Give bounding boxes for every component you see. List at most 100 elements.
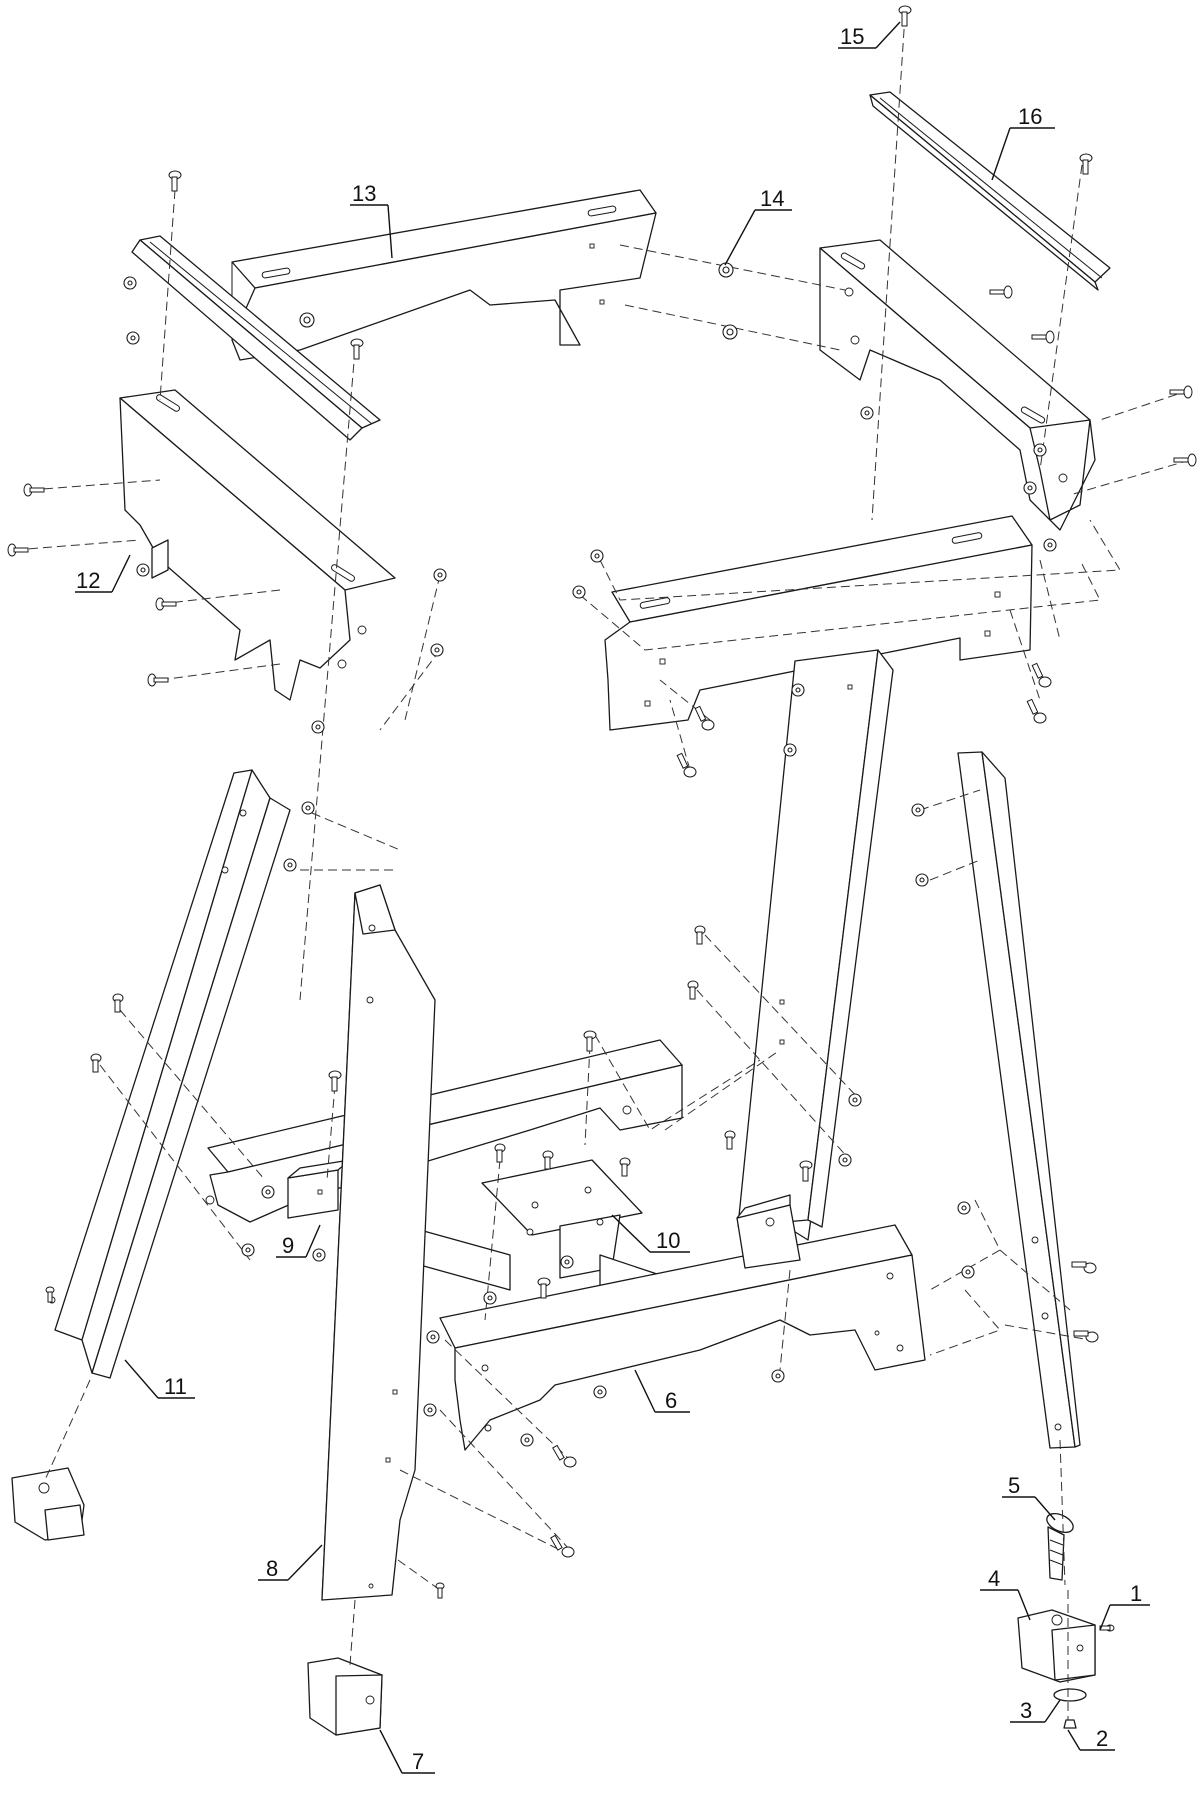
- nut: [560, 1255, 574, 1269]
- callout-10: 10: [656, 1228, 680, 1253]
- bolt-small: [494, 1143, 506, 1163]
- bolt-angled: [676, 752, 697, 778]
- callout-5: 5: [1008, 1473, 1020, 1498]
- bolt-small: [687, 980, 699, 1000]
- nut: [520, 1433, 534, 1447]
- callout-11: 11: [164, 1374, 187, 1399]
- bolt-head: [583, 1030, 597, 1052]
- nut: [301, 801, 315, 815]
- nut: [911, 803, 925, 817]
- bolt-angled: [550, 1534, 575, 1558]
- left-top-rail: [131, 235, 381, 441]
- nut: [848, 1093, 862, 1107]
- bolt-horizontal: [23, 483, 45, 497]
- nut: [1023, 481, 1037, 495]
- bolt-head: [799, 1160, 813, 1182]
- nut: [136, 563, 150, 577]
- right-top-bracket: [819, 239, 1096, 531]
- bolt-small: [619, 1157, 631, 1177]
- nut: [961, 1265, 975, 1279]
- foot-cap: [307, 1657, 383, 1736]
- bolt-small: [45, 1286, 55, 1303]
- nut: [572, 585, 586, 599]
- nut: [771, 1369, 785, 1383]
- leveling-bolt: [1046, 1512, 1074, 1581]
- callout-6: 6: [665, 1388, 677, 1413]
- nut: [426, 1330, 440, 1344]
- nut: [722, 324, 738, 340]
- right-foot-cap: [1017, 1609, 1096, 1683]
- rear-cross-support: [231, 189, 657, 361]
- nut: [241, 1243, 255, 1257]
- far-right-leg: [957, 751, 1081, 1449]
- nut: [1043, 538, 1057, 552]
- assembly-lines: [14, 14, 1191, 1720]
- bolt-angled: [1031, 662, 1052, 688]
- callout-leaders: [75, 21, 1150, 1774]
- nut: [261, 1185, 275, 1199]
- callout-14: 14: [760, 186, 784, 211]
- washer-and-cap: [1053, 1688, 1087, 1729]
- bolt-horizontal: [989, 285, 1013, 299]
- nut: [957, 1201, 971, 1215]
- bolt-angled: [1073, 1330, 1099, 1343]
- front-cross-support: [604, 515, 1033, 731]
- nut: [423, 1403, 437, 1417]
- front-left-leg: [48, 769, 291, 1379]
- bolt-small: [542, 1150, 554, 1170]
- bolt-head: [1079, 153, 1093, 175]
- bolt-small: [724, 1130, 736, 1150]
- callout-16: 16: [1018, 104, 1042, 129]
- callout-labels: 1 2 3 4 5 6 7 8 9 10 11 12 13 14 15 16: [76, 24, 1142, 1774]
- nut: [590, 549, 604, 563]
- callout-9: 9: [282, 1233, 294, 1258]
- nut: [1033, 443, 1047, 457]
- bolt-head: [898, 5, 912, 27]
- nut: [791, 683, 805, 697]
- bolt-angled: [694, 705, 715, 731]
- bolt-angled: [1026, 698, 1047, 724]
- left-foot-cap: [11, 1467, 85, 1541]
- nut: [123, 276, 137, 290]
- nut: [915, 873, 929, 887]
- right-top-rail: [869, 91, 1111, 291]
- bolt-small: [112, 993, 124, 1013]
- bolt-small: [90, 1053, 102, 1073]
- bolt-horizontal: [147, 673, 169, 687]
- nut: [860, 406, 874, 420]
- callout-3: 3: [1020, 1698, 1032, 1723]
- nut: [311, 720, 325, 734]
- callout-12: 12: [76, 568, 100, 593]
- bolt-angled: [552, 1444, 577, 1468]
- nut: [126, 331, 140, 345]
- bolt-head: [350, 338, 364, 360]
- center-foot-cap: [736, 1194, 801, 1269]
- nut: [312, 1248, 326, 1262]
- callout-2: 2: [1096, 1726, 1108, 1751]
- callout-1: 1: [1130, 1581, 1142, 1606]
- front-center-leg: [321, 884, 436, 1601]
- bolt-head: [537, 1277, 551, 1299]
- callout-7: 7: [412, 1749, 424, 1774]
- fasteners: [7, 5, 1197, 1632]
- bolt-small: [694, 925, 706, 945]
- bolt-small: [1099, 1624, 1115, 1632]
- bolt-horizontal: [1169, 385, 1193, 399]
- nut: [430, 643, 444, 657]
- bolt-head: [328, 1070, 342, 1092]
- nut: [299, 312, 315, 328]
- nut: [483, 1291, 497, 1305]
- bolt-head: [168, 170, 182, 192]
- callout-8: 8: [266, 1556, 278, 1581]
- bolt-angled: [1071, 1261, 1097, 1274]
- nut: [718, 262, 734, 278]
- rear-left-leg: [737, 649, 894, 1228]
- nut: [283, 858, 297, 872]
- callout-13: 13: [352, 181, 376, 206]
- small-bracket: [287, 1159, 351, 1219]
- lower-front-brace: [439, 1224, 926, 1451]
- bolt-horizontal: [1173, 453, 1197, 467]
- bolt-horizontal: [155, 597, 177, 611]
